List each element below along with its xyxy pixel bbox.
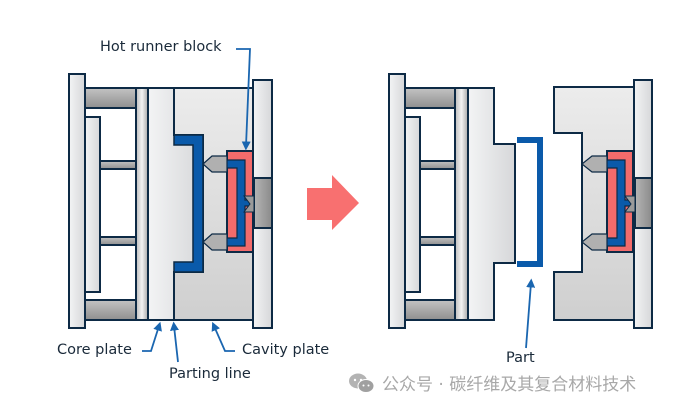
support-plate [454,87,469,321]
nozzle-tip-bottom [202,233,228,251]
core-plate [467,87,516,321]
sprue-nozzle [624,195,636,213]
leader-lines [142,48,536,363]
nozzle-tip-top [202,155,228,173]
runner-channel [211,159,254,247]
sprue-bushing [253,177,273,229]
watermark-text: 公众号 · 碳纤维及其复合材料技术 [382,375,637,395]
label-part: Part [506,350,535,366]
ejector-rod-top [419,160,456,170]
open-mold-cavity-half [553,79,653,329]
ejector-rod-bottom [99,236,137,246]
spacer-block-bottom [84,299,137,321]
moving-clamp-plate [68,73,86,329]
spacer-block-top [84,87,137,109]
molded-part [173,134,204,273]
nozzle-tip-top [581,155,608,173]
leader-cavity-plate [211,321,235,352]
transition-arrow-icon [307,175,359,230]
spacer-block-bottom [404,299,456,321]
label-hot-runner-block: Hot runner block [100,39,222,55]
spacer-block-top [404,87,456,109]
leader-core-plate [142,321,162,352]
label-parting-line: Parting line [169,366,251,382]
label-core-plate: Core plate [57,342,132,358]
nozzle-tip-bottom [581,233,608,251]
sprue-nozzle [243,195,255,213]
leader-hot-runner [236,48,251,151]
sprue-bushing [634,177,653,229]
leader-parting-line [170,321,179,363]
open-mold-core-half [388,73,516,329]
watermark: 公众号 · 碳纤维及其复合材料技术 [348,370,636,395]
ejector-plate [404,116,421,293]
runner-channel [591,159,634,247]
wechat-icon [348,372,376,394]
ejector-plate [84,116,101,293]
ejector-rod-top [99,160,137,170]
ejected-part [517,137,543,267]
ejector-rod-bottom [419,236,456,246]
label-cavity-plate: Cavity plate [242,342,330,358]
support-plate [135,87,149,321]
leader-part [525,278,536,349]
closed-mold [68,73,273,329]
moving-clamp-plate [388,73,406,329]
